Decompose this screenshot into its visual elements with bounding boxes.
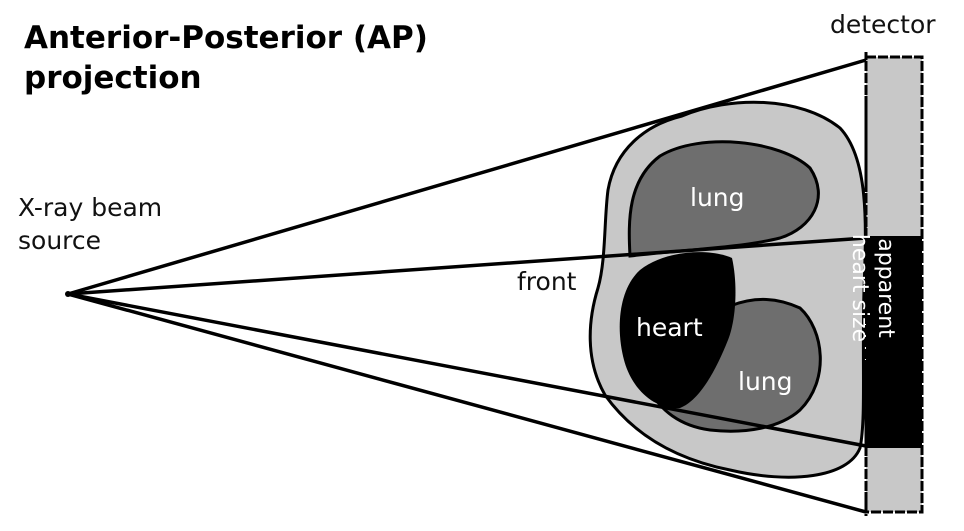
apparent-label-line-2: heart size [847,233,872,343]
beam-source-point [65,291,71,297]
apparent-label-line-1: apparent [873,238,898,338]
detector-label: detector [830,10,936,39]
lower-lung-label: lung [738,367,793,396]
beam-top-line [67,58,867,296]
source-label-line-1: X-ray beam [18,193,163,222]
beam-heart-lower-line [67,292,867,448]
front-label: front [517,267,577,296]
diagram-title: Anterior-Posterior (AP) projection [24,18,428,98]
apparent-heart-shadow [866,236,922,448]
upper-lung [627,140,820,258]
source-label-line-2: source [18,226,102,255]
title-line-1: Anterior-Posterior (AP) [24,20,428,56]
beam-bottom-line [67,292,867,514]
heart-shape [619,252,736,409]
upper-lung-label: lung [690,183,745,212]
xray-beam-lines [67,58,867,514]
title-line-2: projection [24,60,202,96]
beam-heart-upper-line [67,236,867,296]
heart-label: heart [636,313,703,342]
